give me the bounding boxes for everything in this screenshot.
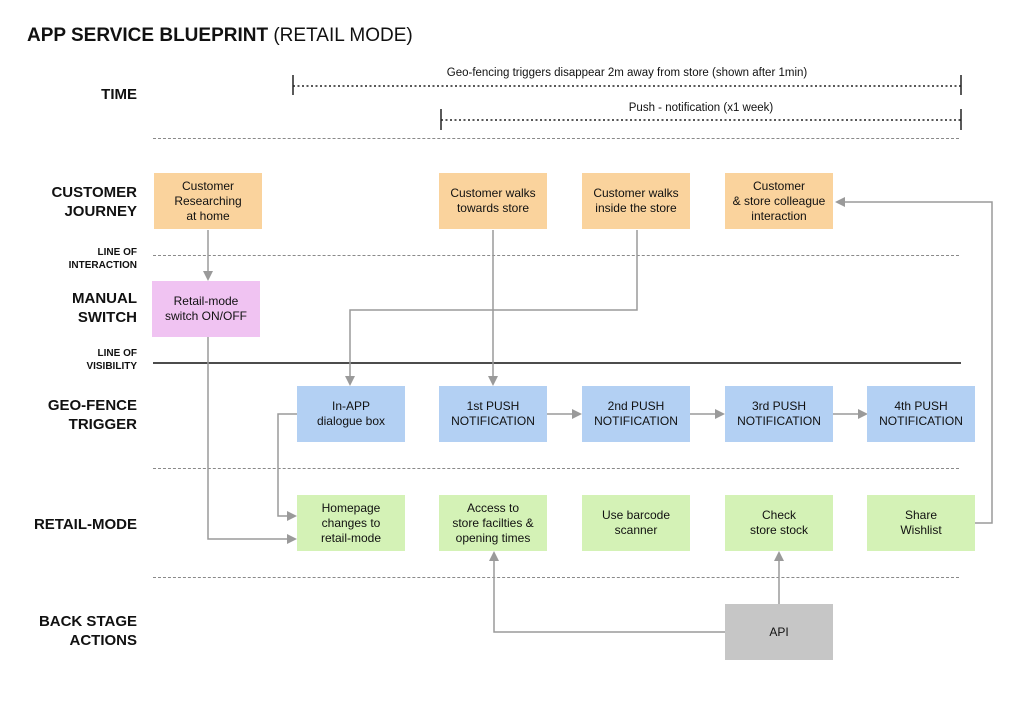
connector-wishlist-to-interaction (835, 197, 993, 524)
trigger-push-4: 4th PUSH NOTIFICATION (867, 386, 975, 442)
trigger-push-1: 1st PUSH NOTIFICATION (439, 386, 547, 442)
separator-time (153, 138, 959, 139)
retail-check-stock: Check store stock (725, 495, 833, 551)
retail-share-wishlist: Share Wishlist (867, 495, 975, 551)
journey-researching-at-home: Customer Researching at home (154, 173, 262, 229)
retail-barcode-scanner: Use barcode scanner (582, 495, 690, 551)
journey-walks-inside-store: Customer walks inside the store (582, 173, 690, 229)
lane-label-geo-fence-trigger: GEO-FENCE TRIGGER (47, 397, 137, 433)
timebar-push-label: Push - notification (x1 week) (628, 102, 774, 114)
line-label-interaction: LINE OF INTERACTION (68, 247, 137, 271)
journey-walks-towards-store: Customer walks towards store (439, 173, 547, 229)
connector-switch-to-homepage (207, 337, 297, 544)
journey-colleague-interaction: Customer & store colleague interaction (725, 173, 833, 229)
lane-label-back-stage: BACK STAGE ACTIONS (38, 613, 137, 649)
trigger-push-3: 3rd PUSH NOTIFICATION (725, 386, 833, 442)
connector-inapp-to-homepage (277, 413, 297, 521)
connector-inside-to-inapp (345, 230, 638, 386)
separator-retail-mode (153, 577, 959, 578)
manual-switch-retail-mode: Retail-mode switch ON/OFF (152, 281, 260, 337)
timebar-geofence-label: Geo-fencing triggers disappear 2m away f… (446, 67, 808, 79)
trigger-in-app-dialogue: In-APP dialogue box (297, 386, 405, 442)
line-label-visibility: LINE OF VISIBILITY (86, 348, 137, 372)
line-of-interaction (153, 255, 959, 256)
separator-geo-fence (153, 468, 959, 469)
lane-label-retail-mode: RETAIL-MODE (33, 516, 137, 533)
retail-access-facilities: Access to store facilties & opening time… (439, 495, 547, 551)
retail-homepage-changes: Homepage changes to retail-mode (297, 495, 405, 551)
lane-label-time: TIME (101, 86, 137, 103)
page-title: APP SERVICE BLUEPRINT (RETAIL MODE) (27, 25, 413, 47)
lane-label-manual-switch: MANUAL SWITCH (72, 290, 137, 326)
backstage-api: API (725, 604, 833, 660)
title-main: APP SERVICE BLUEPRINT (27, 25, 269, 46)
lane-label-customer-journey: CUSTOMER JOURNEY (51, 184, 137, 220)
connector-api-to-facilities (489, 551, 725, 633)
title-sub: (RETAIL MODE) (273, 25, 413, 46)
trigger-push-2: 2nd PUSH NOTIFICATION (582, 386, 690, 442)
